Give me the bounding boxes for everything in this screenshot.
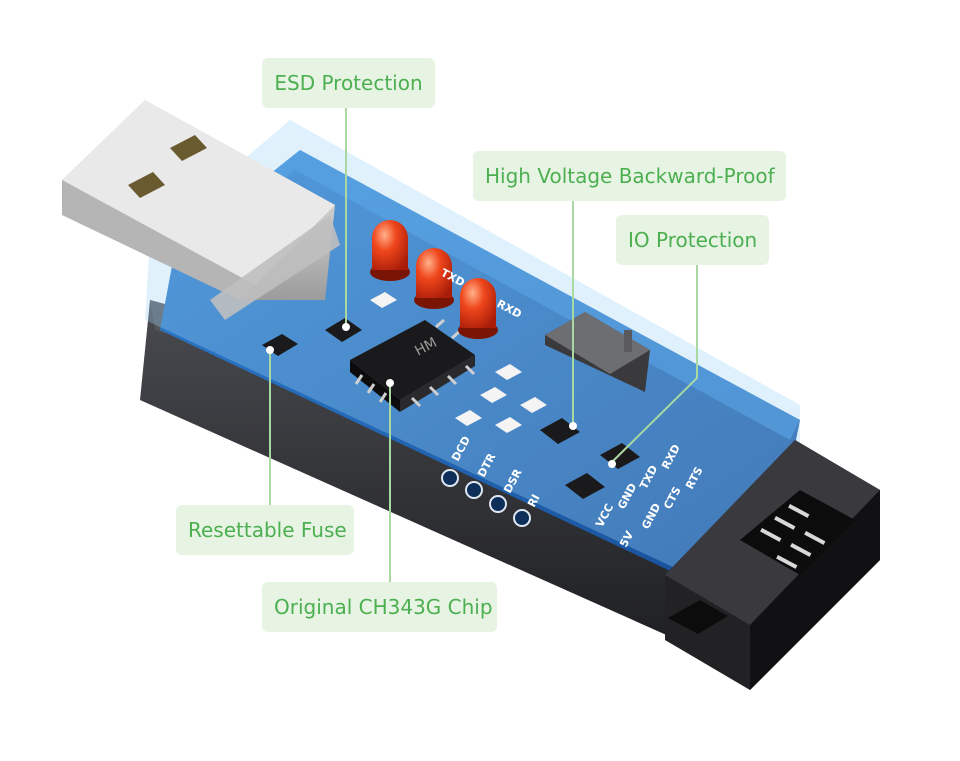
usb-a-plug bbox=[62, 100, 340, 320]
callout-resettable-fuse: Resettable Fuse bbox=[176, 505, 354, 555]
callout-high-voltage-backward-proof: High Voltage Backward-Proof bbox=[473, 151, 786, 201]
smd-components bbox=[262, 292, 640, 499]
leader-lines bbox=[266, 107, 698, 582]
leader-esd bbox=[342, 107, 350, 331]
led-3 bbox=[458, 278, 498, 339]
leader-io bbox=[608, 265, 698, 468]
led-1 bbox=[370, 220, 410, 281]
led-2 bbox=[414, 248, 454, 309]
idc-header-connector bbox=[665, 440, 880, 690]
status-leds: TXD RXD bbox=[370, 220, 524, 339]
ch343g-chip: HM bbox=[350, 318, 476, 412]
svg-text:RI: RI bbox=[525, 492, 542, 509]
leader-high-voltage bbox=[569, 200, 577, 430]
callout-esd-protection: ESD Protection bbox=[262, 58, 435, 108]
leader-fuse bbox=[266, 346, 274, 505]
leader-chip bbox=[386, 379, 394, 582]
voltage-switch bbox=[545, 312, 650, 392]
callout-original-chip: Original CH343G Chip bbox=[262, 582, 497, 632]
callout-io-protection: IO Protection bbox=[616, 215, 769, 265]
